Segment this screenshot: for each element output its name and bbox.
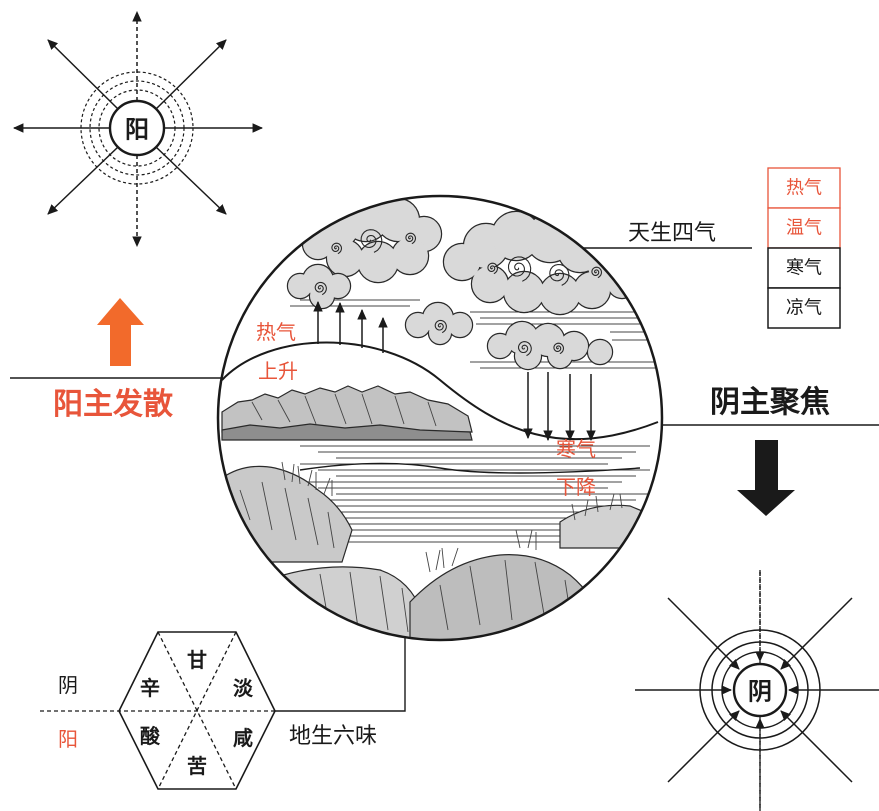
yang-core-circle: [108, 99, 166, 157]
yang-radiating-arrows-icon: 阳: [12, 10, 264, 248]
cloud-spiral: [405, 232, 417, 245]
cloud-puff: [504, 272, 544, 312]
cloud-puff: [574, 272, 610, 308]
left-rock-hatching: [239, 481, 335, 549]
earth-leader-line: [275, 637, 406, 712]
cloud-small-left: [286, 263, 352, 310]
right-rock-hatching: [439, 559, 573, 631]
cloud-spiral: [487, 262, 499, 275]
six-flavors-hexagon: 甘 淡 咸 苦 酸 辛: [40, 631, 276, 790]
yang-symbol-label: 阳: [125, 115, 149, 144]
falling-label-line2: 下降: [556, 475, 596, 499]
treeline: [221, 423, 473, 441]
up-arrow-icon: [97, 298, 144, 366]
qi-cell: [767, 287, 841, 329]
flavor-pungent: 辛: [140, 676, 160, 700]
falling-label-line1: 寒气: [556, 437, 596, 461]
cloud-spiral: [591, 266, 603, 279]
shoreline: [299, 462, 641, 474]
cloud-puff: [548, 344, 572, 368]
cloud-puff: [540, 274, 580, 314]
flavor-sour: 酸: [140, 724, 161, 748]
cloud-puff: [472, 266, 508, 302]
hexagon-diagonal-dashed: [157, 631, 237, 790]
grass-tuft: [281, 461, 333, 496]
cloud-spiral: [360, 229, 383, 253]
qi-cell: [767, 207, 841, 249]
yin-arrow-from-lower-left: [667, 710, 740, 783]
flavor-bland: 淡: [233, 676, 254, 700]
cloud-spiral: [314, 281, 327, 296]
cloud-puff: [392, 238, 428, 274]
cloud-puff: [588, 340, 612, 364]
yang-arrow-down-right: [155, 146, 227, 215]
flavor-salty: 咸: [233, 726, 253, 750]
qi-cell: [767, 167, 841, 209]
cloud-puff: [492, 212, 540, 260]
cloud-spiral: [331, 242, 343, 255]
scene-circle-border: [216, 194, 664, 642]
hatch-stroke: [239, 481, 335, 549]
yin-core-circle: [732, 662, 788, 718]
hexagon-outline: [118, 631, 276, 790]
cloud-puff: [515, 343, 541, 369]
grass-blade: [425, 529, 537, 573]
yang-principle-label: 阳主发散: [53, 387, 173, 422]
yin-arrow-from-upper-left: [667, 597, 740, 670]
cloud-puff: [448, 313, 472, 337]
cloud-puff: [310, 284, 334, 308]
grass-blade: [281, 461, 333, 496]
cloud-puff: [429, 322, 451, 344]
hatch-stroke: [439, 559, 573, 631]
nature-scene: [219, 197, 661, 639]
mountain-ridge: [221, 385, 473, 433]
mountain-hatching: [251, 393, 437, 427]
qi-hot-label: 热气: [786, 178, 822, 199]
grass-tuft: [425, 529, 537, 573]
cloud-spiral: [434, 319, 447, 334]
down-arrow-icon: [737, 440, 795, 516]
cloud-lower-right: [486, 320, 614, 371]
cloud-spiral: [553, 342, 565, 355]
falling-cold-arrows: [523, 372, 596, 442]
rising-label-line2: 上升: [258, 359, 298, 383]
hatch-stroke: [251, 393, 437, 427]
earth-yin-label: 阴: [58, 673, 78, 697]
heaven-label: 天生四气: [628, 221, 716, 246]
yin-converging-arrows-icon: 阴: [635, 570, 879, 811]
flavor-bitter: 苦: [187, 754, 207, 778]
yang-arrow-up-right: [155, 39, 227, 110]
four-qi-table: 热气 温气 寒气 凉气: [767, 167, 841, 329]
cloud-puff: [358, 242, 398, 282]
rising-label-line1: 热气: [256, 320, 296, 344]
shrub: [571, 493, 623, 521]
yin-principle-label: 阴主聚焦: [710, 385, 830, 420]
flavor-sweet: 甘: [187, 648, 207, 672]
qi-cool-label: 凉气: [786, 298, 822, 319]
cloud-puff: [488, 334, 512, 358]
earth-label: 地生六味: [289, 724, 377, 749]
cloud-spiral: [517, 341, 532, 357]
yang-arrow-up-left: [47, 39, 119, 110]
qi-cold-label: 寒气: [786, 258, 822, 279]
cloud-small-middle: [404, 301, 474, 346]
rising-heat-arrows: [313, 300, 388, 353]
cloud-puff: [608, 270, 636, 298]
earth-yang-label: 阳: [58, 727, 78, 751]
cloud-spiral: [549, 263, 570, 286]
qi-warm-label: 温气: [786, 218, 822, 239]
yang-arrow-down-left: [47, 146, 119, 215]
yin-arrow-from-lower-right: [780, 710, 853, 783]
cloud-spiral: [507, 256, 532, 282]
yin-symbol-label: 阴: [748, 677, 772, 706]
right-bank-shrubs: [571, 493, 623, 521]
yin-arrow-from-upper-right: [780, 597, 853, 670]
